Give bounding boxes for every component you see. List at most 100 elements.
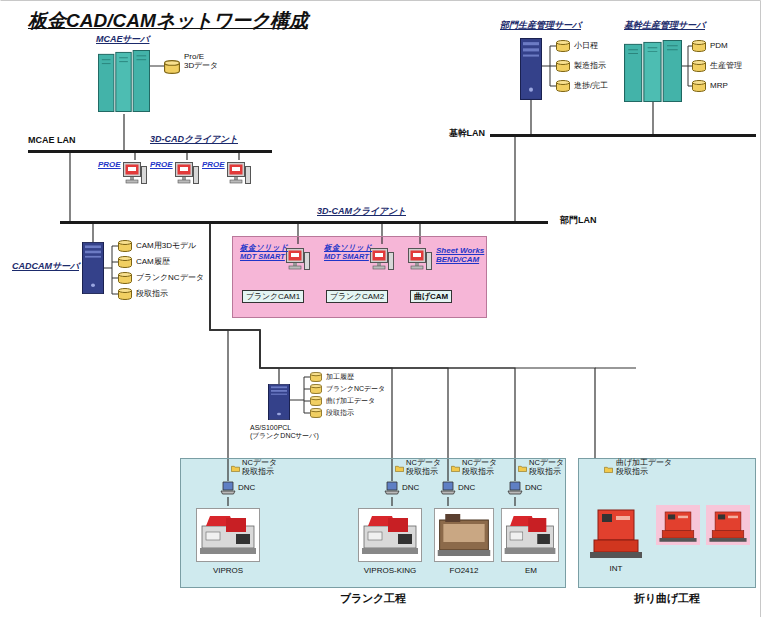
data-label: 進捗/完工 xyxy=(574,81,608,90)
node-label: VIPROS-KING xyxy=(352,566,428,575)
network-link xyxy=(391,497,392,506)
data-label: 生産管理 xyxy=(710,61,742,70)
data-label: 曲げ加工データ 段取指示 xyxy=(616,459,672,476)
data-label: CAM履歴 xyxy=(136,257,170,266)
process-area: INT折り曲げ工程 xyxy=(578,458,756,588)
node-label: Sheet Works BEND/CAM xyxy=(436,246,490,264)
node-label: 曲げCAM xyxy=(410,290,452,303)
node-label: DNC xyxy=(402,483,419,492)
data-label: 加工履歴 xyxy=(326,373,354,381)
node-label: CADCAMサーバ xyxy=(12,261,79,271)
node-label: 基幹LAN xyxy=(449,128,486,138)
node-label: ブランクCAM1 xyxy=(242,290,304,303)
network-link xyxy=(652,102,653,134)
lan-band: 部門LAN xyxy=(60,221,548,224)
network-link xyxy=(92,224,93,242)
network-link xyxy=(186,153,187,160)
data-label: ブランクNCデータ xyxy=(326,385,385,393)
data-label: 3D-CADクライアント xyxy=(150,134,238,144)
node-label: 折り曲げ工程 xyxy=(579,592,755,605)
cam-client: Sheet Works BEND/CAM 曲げCAM xyxy=(406,244,492,306)
client-pc: PROE xyxy=(202,160,252,188)
machine: VIPROS xyxy=(194,506,262,582)
node-label: MCAE LAN xyxy=(28,135,76,145)
network-link xyxy=(210,224,392,481)
lan-band: MCAE LAN xyxy=(28,150,272,153)
network-link xyxy=(134,153,135,160)
node-label: PROE xyxy=(98,160,121,169)
data-label: 段取指示 xyxy=(136,289,168,298)
machine: VIPROS-KING xyxy=(352,506,428,582)
node-label: INT xyxy=(586,564,646,573)
data-label: PDM xyxy=(710,41,728,50)
node-label: 部門生産管理サーバ xyxy=(500,20,581,30)
node-label: 板金ソリッド MDT SMART xyxy=(324,244,370,261)
data-label: NCデータ 段取指示 xyxy=(406,459,442,476)
data-label: NCデータ 段取指示 xyxy=(242,459,278,476)
server-node: MCAEサーバ xyxy=(96,34,152,114)
dnc-terminal: DNC xyxy=(384,481,422,497)
client-group: 板金ソリッド MDT SMARTブランクCAM1板金ソリッド MDT SMART… xyxy=(232,236,487,318)
data-label: 段取指示 xyxy=(326,409,354,417)
data-label: MRP xyxy=(710,81,728,90)
server-node: 基幹生産管理サーバ xyxy=(624,20,708,102)
dnc-terminal: DNC xyxy=(220,481,258,497)
node-label: ブランク工程 xyxy=(181,592,565,605)
network-link xyxy=(419,224,420,244)
node-label: DNC xyxy=(238,483,255,492)
lan-band: 基幹LAN xyxy=(490,134,756,137)
network-link xyxy=(514,497,515,506)
network-link xyxy=(69,153,70,221)
network-link xyxy=(210,224,515,481)
client-pc: PROE xyxy=(98,160,148,188)
network-link xyxy=(123,114,124,150)
network-link xyxy=(210,224,228,481)
cam-client: 板金ソリッド MDT SMART ブランクCAM1 xyxy=(238,244,312,306)
network-link xyxy=(210,224,448,481)
data-label: NCデータ 段取指示 xyxy=(529,459,565,476)
node-label: DNC xyxy=(458,483,475,492)
diagram-title: 板金CAD/CAMネットワーク構成 xyxy=(28,10,308,32)
node-label: FO2412 xyxy=(432,566,496,575)
node-label: 3D-CAMクライアント xyxy=(317,206,406,216)
network-link xyxy=(210,224,595,458)
machine: EM xyxy=(500,506,562,582)
dnc-terminal: DNC xyxy=(507,481,545,497)
data-label: ブランクNCデータ xyxy=(136,273,204,282)
dnc-terminal: DNC xyxy=(440,481,478,497)
data-label: CAM用3Dモデル xyxy=(136,241,196,250)
data-label: 製造指示 xyxy=(574,61,606,70)
data-label: NCデータ 段取指示 xyxy=(462,459,498,476)
network-link xyxy=(381,224,382,244)
node-label: 部門LAN xyxy=(560,215,597,225)
machine: INT xyxy=(586,500,646,582)
data-label: 小日程 xyxy=(574,41,598,50)
network-link xyxy=(227,497,228,506)
network-link xyxy=(297,224,298,244)
client-pc: PROE xyxy=(150,160,200,188)
node-label: PROE xyxy=(202,160,225,169)
node-label: MCAEサーバ xyxy=(96,34,150,44)
data-label: 曲げ加工データ xyxy=(326,397,375,405)
node-label: DNC xyxy=(525,483,542,492)
network-link xyxy=(447,497,448,506)
cam-client: 板金ソリッド MDT SMART ブランクCAM2 xyxy=(322,244,396,306)
node-label: PROE xyxy=(150,160,173,169)
node-label: 板金ソリッド MDT SMART xyxy=(240,244,286,261)
network-link xyxy=(530,100,531,134)
dnc-server: AS/S100PCL (ブランクDNCサーバ) xyxy=(250,384,328,443)
network-link xyxy=(514,137,515,221)
server-node: 部門生産管理サーバ xyxy=(500,20,584,100)
node-label: ブランクCAM2 xyxy=(326,290,388,303)
node-label: AS/S100PCL (ブランクDNCサーバ) xyxy=(250,424,326,440)
node-label: EM xyxy=(500,566,562,575)
server-node: CADCAMサーバ xyxy=(12,242,104,294)
node-label: 基幹生産管理サーバ xyxy=(624,20,705,30)
node-label: VIPROS xyxy=(194,566,262,575)
process-area: DNCVIPROSDNCVIPROS-KINGDNCFO2412DNCEMブラン… xyxy=(180,458,566,588)
data-label: Pro/E 3Dデータ xyxy=(184,52,224,70)
